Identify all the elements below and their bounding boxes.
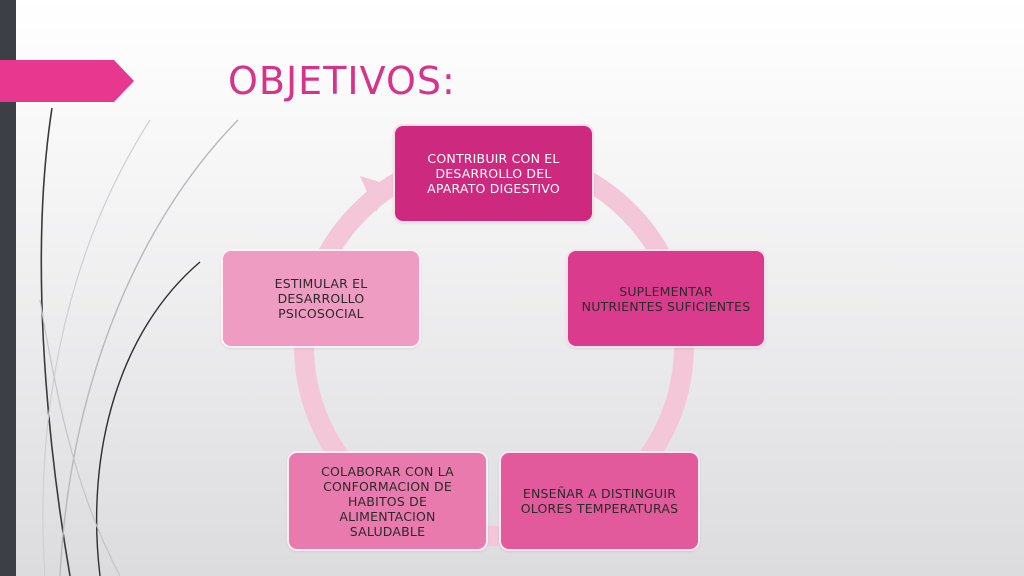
cycle-arrowhead [360,176,393,212]
cycle-node-nutrients: SUPLEMENTAR NUTRIENTES SUFICIENTES [566,249,766,348]
cycle-node-label: COLABORAR CON LA CONFORMACION DE HABITOS… [321,463,454,539]
cycle-node-digestive: CONTRIBUIR CON EL DESARROLLO DEL APARATO… [393,124,594,223]
cycle-node-label: ENSEÑAR A DISTINGUIR OLORES TEMPERATURAS [520,486,679,516]
cycle-node-label: ESTIMULAR EL DESARROLLO PSICOSOCIAL [274,276,368,321]
cycle-node-label: CONTRIBUIR CON EL DESARROLLO DEL APARATO… [427,151,560,196]
title-arrow-tab [0,60,134,102]
cycle-node-label: SUPLEMENTAR NUTRIENTES SUFICIENTES [581,283,751,314]
cycle-node-habits: COLABORAR CON LA CONFORMACION DE HABITOS… [287,451,488,551]
cycle-node-psychosocial: ESTIMULAR EL DESARROLLO PSICOSOCIAL [221,249,421,348]
left-accent-bar [0,0,16,576]
cycle-node-smells: ENSEÑAR A DISTINGUIR OLORES TEMPERATURAS [499,451,700,551]
slide-title: OBJETIVOS: [228,59,456,103]
